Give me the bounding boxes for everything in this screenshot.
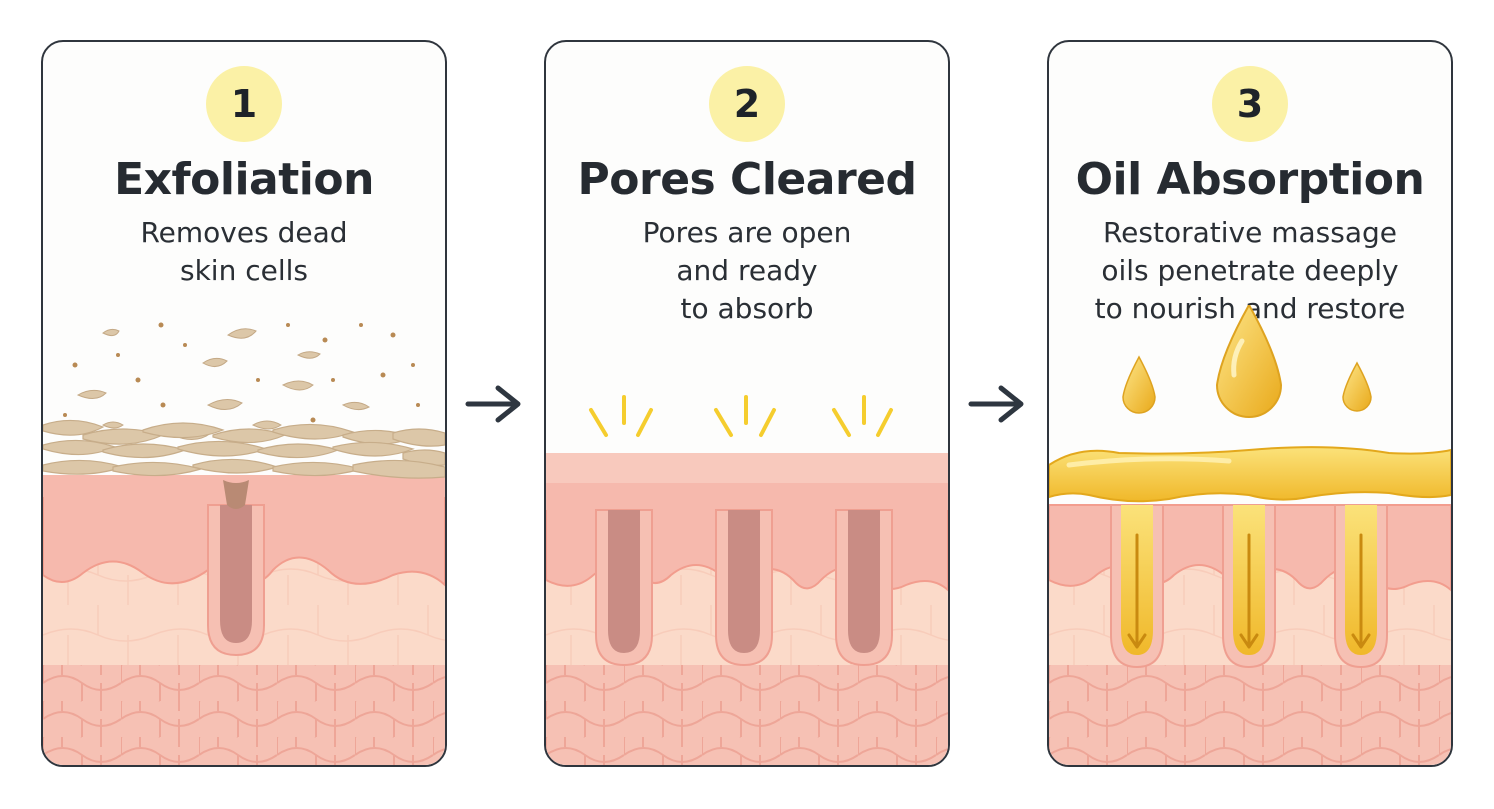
arrow-right-icon [968,385,1024,423]
description-line: skin cells [180,254,308,287]
oil-drop-icon [1122,305,1372,418]
description-line: and ready [676,254,818,287]
step-description: Restorative massage oils penetrate deepl… [1049,214,1451,328]
oil-layer [1049,446,1451,503]
step-panel-pores-cleared: 2 Pores Cleared Pores are open and ready… [544,40,950,767]
open-pore-sparkle-icon [589,395,893,437]
description-line: oils penetrate deeply [1101,254,1399,287]
skin-cross-section-illustration [546,395,948,765]
step-title: Exfoliation [114,154,374,205]
description-line: Pores are open [642,216,852,249]
description-line: Restorative massage [1102,216,1397,249]
arrow-right-icon [465,385,521,423]
open-pores [595,509,893,667]
dead-skin-flakes-icon [76,328,394,440]
skin-cross-section-illustration [43,322,445,765]
step-title: Oil Absorption [1075,154,1425,205]
step-description: Removes dead skin cells [43,214,445,290]
step-description: Pores are open and ready to absorb [546,214,948,328]
step-number-badge: 1 [206,66,282,142]
description-line: Removes dead [140,216,348,249]
dust-particles [63,322,420,423]
absorption-arrows [1127,533,1371,649]
step-number-badge: 3 [1212,66,1288,142]
description-line: to absorb [680,292,814,325]
step-title: Pores Cleared [577,154,917,205]
step-number-badge: 2 [709,66,785,142]
step-panel-exfoliation: 1 Exfoliation Removes dead skin cells [41,40,447,767]
step-panel-oil-absorption: 3 Oil Absorption Restorative massage oil… [1047,40,1453,767]
skin-cross-section-illustration [1049,305,1451,765]
flaky-skin-layer [43,419,445,479]
